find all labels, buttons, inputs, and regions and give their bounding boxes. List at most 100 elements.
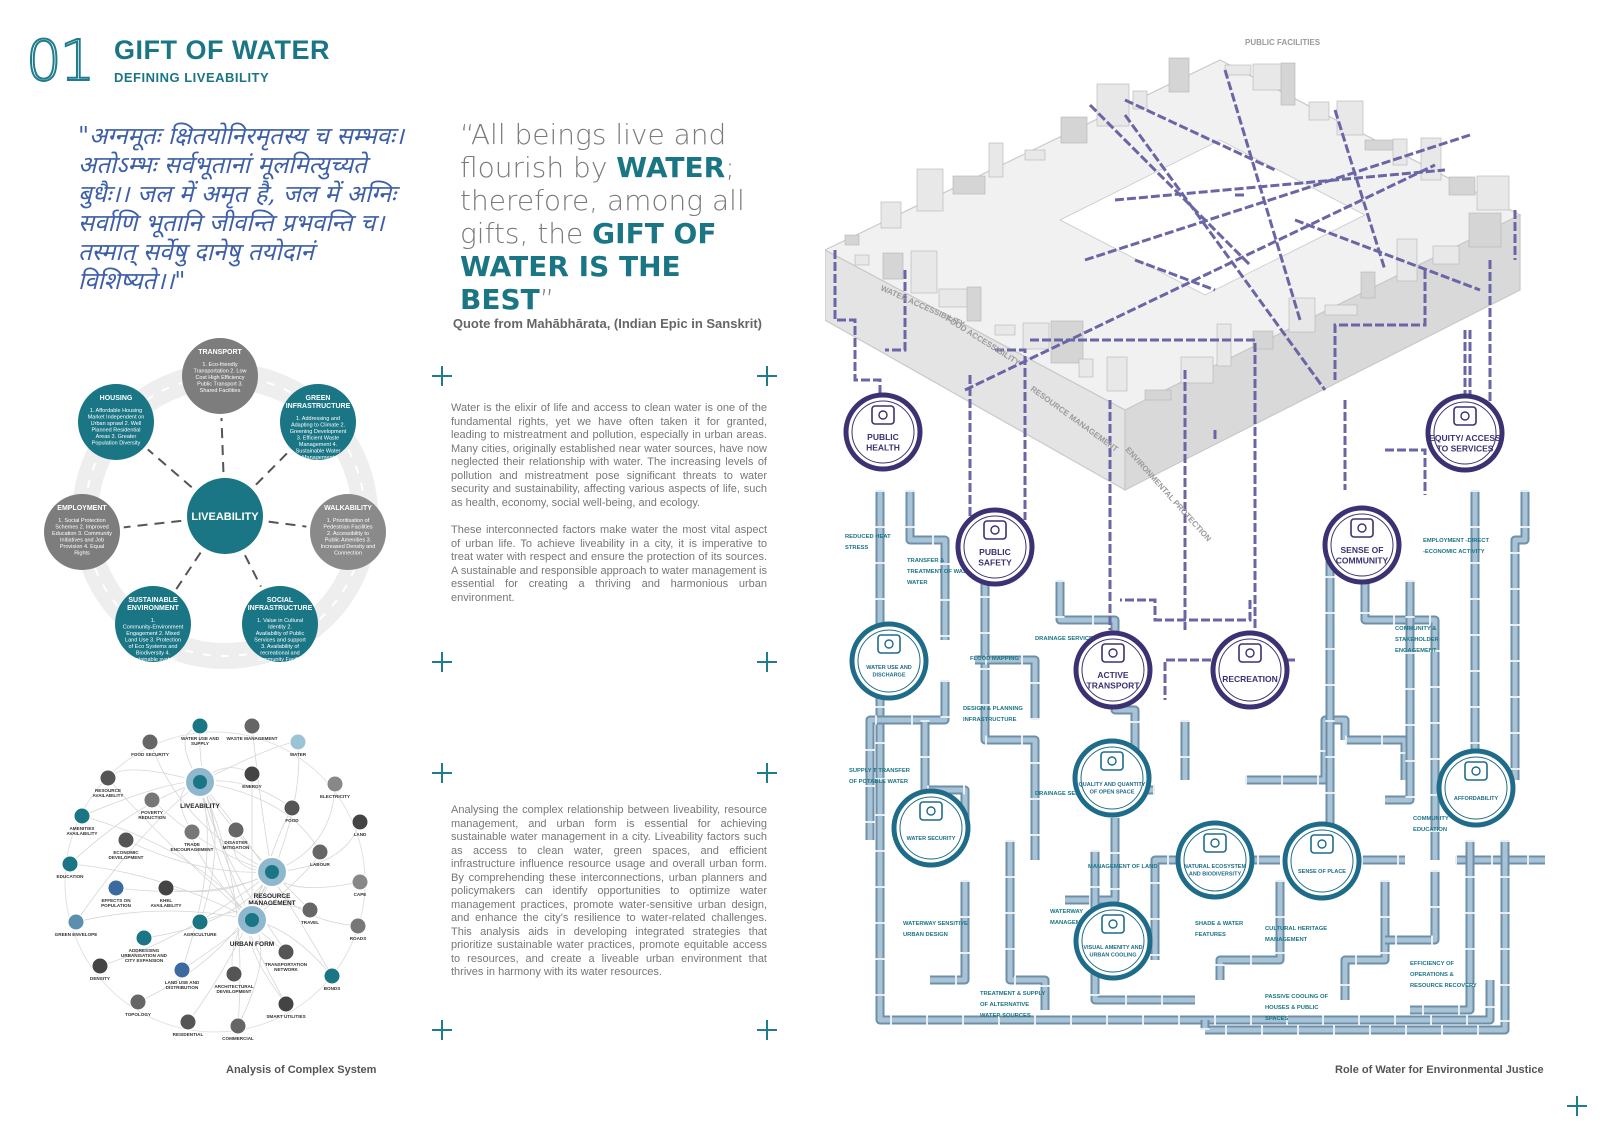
network-node-label-line: ECONOMIC: [113, 850, 139, 855]
quote-highlight: GIFT OF WATER IS THE BEST: [460, 217, 717, 316]
network-node: LABOUR: [310, 843, 331, 867]
circle-label: WATER SECURITY: [907, 836, 956, 842]
pipe-label: WATERWAY SENSITIVE: [903, 921, 968, 927]
wheel-node-title-line: WALKABILITY: [324, 505, 372, 512]
network-node: COMMERCIAL: [222, 1017, 254, 1041]
network-node-label-line: ARCHITECTURAL: [214, 984, 253, 989]
network-arc: [251, 741, 300, 921]
network-node-label-line: AMENITIES: [69, 826, 94, 831]
network-arc: [199, 725, 253, 921]
model-block: [1392, 138, 1408, 166]
circle-label: SENSE OF: [1341, 545, 1384, 555]
network-node-label: ELECTRICITY: [320, 794, 350, 799]
sense-of-place-icon: [1310, 834, 1334, 854]
connection-line: [885, 270, 907, 352]
network-node-label-line: EDUCATION: [57, 874, 85, 879]
network-arc: [199, 781, 241, 1027]
circle-label: RECREATION: [1222, 674, 1278, 684]
pipe-label: EMPLOYMENT -DIRECT: [1423, 538, 1489, 544]
model-block: [1308, 101, 1330, 121]
network-node-label-line: AVAILABILITY: [67, 831, 98, 836]
network-node-label-line: BONDS: [324, 986, 341, 991]
circle-label: PUBLIC: [979, 547, 1011, 557]
network-node-label-line: WATER: [290, 752, 307, 757]
network-node: ENERGY: [242, 765, 262, 789]
sense-of-community-icon: [1350, 518, 1374, 538]
pipe-label: WATER SOURCES: [980, 1013, 1031, 1019]
network-node: BONDS: [323, 967, 341, 991]
network-node-label-line: EFFECTS ON: [101, 898, 131, 903]
network-node-label: TOPOLOGY: [125, 1012, 151, 1017]
wheel-node-text-line: Public Amenities 3.: [325, 538, 372, 544]
cross-marker-icon: [757, 652, 777, 672]
model-block: [1078, 358, 1094, 378]
network-node-label-line: RESOURCE: [95, 788, 121, 793]
network-node: ELECTRICITY: [320, 775, 350, 799]
wheel-node-text-line: Management: [302, 455, 335, 461]
connection-line: [1333, 270, 1427, 380]
circle-label: DISCHARGE: [872, 673, 905, 679]
network-node-label: SMART UTILITIES: [266, 1014, 305, 1019]
network-node-label: WASTE MANAGEMENT: [226, 736, 277, 741]
pipe-label: CULTURAL HERITAGE: [1265, 926, 1327, 932]
page-subtitle: DEFINING LIVEABILITY: [114, 70, 270, 85]
network-node: WASTE MANAGEMENT: [226, 717, 278, 741]
network-node: ROADS: [349, 917, 367, 941]
quote-part: “All beings live and flourish by: [460, 118, 727, 184]
wheel-node-text-line: Pedestrian Facilities: [323, 525, 372, 531]
equity-access-to-services-icon: [1453, 406, 1477, 426]
pipe-label: DRAINAGE SERVICES: [1035, 636, 1097, 642]
network-node-label: ROADS: [350, 936, 367, 941]
wheel-node-title-line: ENVIRONMENT: [127, 605, 179, 612]
wheel-node-text-line: community Facility: [257, 657, 302, 663]
wheel-node-text-line: Sustainable system: [129, 657, 177, 663]
model-block: [1420, 137, 1442, 181]
cross-marker-icon: [432, 763, 452, 783]
active-transport-icon: [1101, 643, 1125, 663]
wheel-node-text-line: 1.: [151, 618, 156, 624]
network-node: WATER: [289, 733, 307, 757]
model-block: [910, 250, 938, 294]
wheel-node-text-line: Availability of Public: [256, 631, 305, 637]
model-block: [1280, 62, 1296, 106]
model-block: [1364, 139, 1398, 151]
network-node-label-line: AGRICULTURE: [183, 932, 216, 937]
water-pipe: [1385, 870, 1440, 945]
network-node-label: FOOD: [285, 818, 299, 823]
wheel-node-text-line: 1. Eco-friendly: [202, 362, 237, 368]
network-hub-label-line: RESOURCE: [254, 893, 292, 900]
network-node-label-line: TRADE: [184, 842, 200, 847]
connection-line: [1084, 133, 1471, 262]
connection-line: [1385, 448, 1427, 495]
water-pipe-inner: [1342, 880, 1388, 1000]
pipe-joint: [1215, 880, 1285, 980]
network-node-label: ENERGY: [242, 784, 261, 789]
pipe-label: MANAGEMENT: [1050, 920, 1093, 926]
water-pipe-inner: [1007, 840, 1048, 1010]
wheel-node-text-line: Biodiversity 4.: [136, 651, 171, 657]
circle-label: QUALITY AND QUANTITY: [1079, 782, 1146, 788]
pipe-label: TREATMENT & SUPPLY: [980, 991, 1046, 997]
wheel-node-text-line: 3. Availability of: [261, 644, 299, 650]
connection-line: [1123, 114, 1327, 391]
